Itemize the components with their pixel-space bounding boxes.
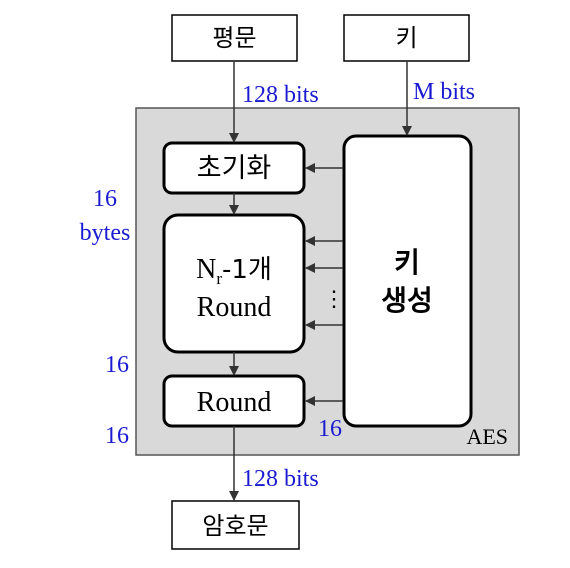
plaintext-label: 평문 [212, 24, 256, 52]
rounds-n: N [196, 254, 216, 285]
aes-container-label: AES [466, 424, 508, 449]
final-round-label: Round [197, 387, 272, 418]
bytes-number-label: 16 [93, 186, 117, 212]
keygen-box [342, 134, 473, 428]
keygen-label-line2: 생성 [381, 284, 433, 317]
right-16-label: 16 [318, 416, 342, 442]
init-label: 초기화 [197, 153, 272, 184]
plaintext-box [171, 14, 298, 62]
key-label: 키 [395, 24, 417, 52]
bytes-unit-label: bytes [80, 220, 131, 246]
key-bits-label: M bits [413, 79, 475, 105]
ciphertext-label: 암호문 [202, 512, 268, 540]
ellipsis: ⋮ [323, 286, 345, 311]
rounds-label-line2: Round [197, 292, 272, 323]
output-bits-label: 128 bits [242, 466, 319, 492]
ciphertext-box [171, 500, 300, 550]
rounds-sub-r: r [216, 269, 222, 288]
keygen-label-line1: 키 [394, 246, 420, 279]
rounds-rest: -1개 [222, 255, 272, 285]
left-16-a-label: 16 [105, 352, 129, 378]
input-bits-label: 128 bits [242, 82, 319, 108]
left-16-b-label: 16 [105, 423, 129, 449]
rounds-label-line1: Nr-1개 [196, 254, 272, 288]
